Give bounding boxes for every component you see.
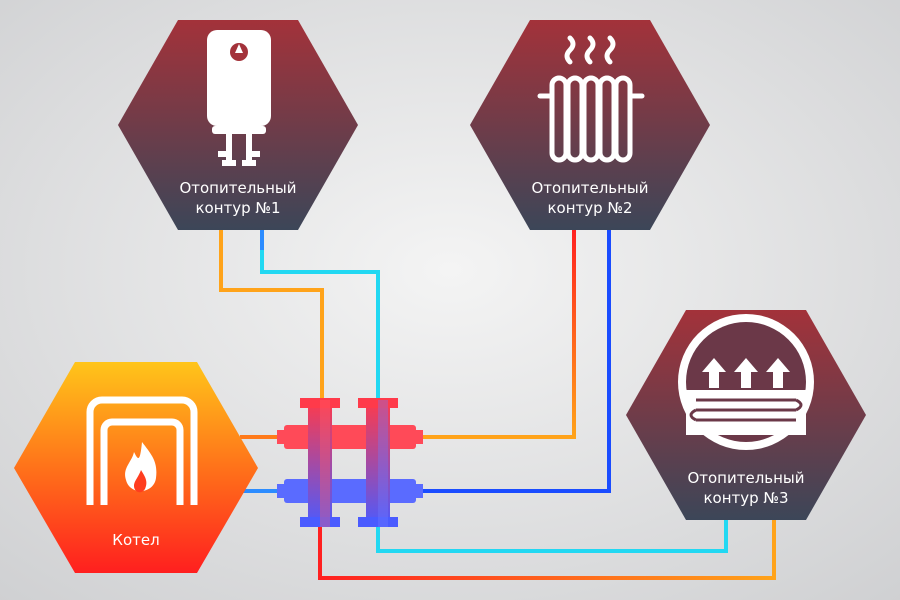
boiler-flame-icon: [86, 396, 198, 505]
circuit2-label: Отопительный контур №2: [505, 178, 675, 218]
pipe-circuit1-supply: [219, 228, 324, 400]
circuit1-node: [118, 20, 358, 230]
radiator-icon: [537, 35, 645, 163]
circuit3-node: [626, 310, 866, 520]
pipes: [219, 228, 776, 580]
pipe-circuit2-supply: [418, 228, 576, 439]
circuit1-label-line1: Отопительный: [179, 179, 297, 197]
circuit3-label: Отопительный контур №3: [661, 468, 831, 508]
circuit2-node: [470, 20, 710, 230]
boiler-label-text: Котел: [112, 531, 160, 549]
circuit1-label: Отопительный контур №1: [153, 178, 323, 218]
circuit2-label-line1: Отопительный: [531, 179, 649, 197]
circuit2-label-line2: контур №2: [547, 199, 633, 217]
circuit1-label-line2: контур №1: [195, 199, 281, 217]
pipe-circuit2-return: [418, 228, 611, 493]
pipe-circuit3-supply: [318, 520, 776, 580]
pipe-circuit3-return: [376, 520, 728, 553]
boiler-label: Котел: [51, 530, 221, 550]
hydraulic-manifold: [277, 398, 423, 527]
circuit3-label-line2: контур №3: [703, 489, 789, 507]
boiler-node: [14, 362, 258, 573]
water-heater-icon: [207, 30, 271, 166]
circuit3-label-line1: Отопительный: [687, 469, 805, 487]
floor-heating-icon: [678, 314, 814, 450]
